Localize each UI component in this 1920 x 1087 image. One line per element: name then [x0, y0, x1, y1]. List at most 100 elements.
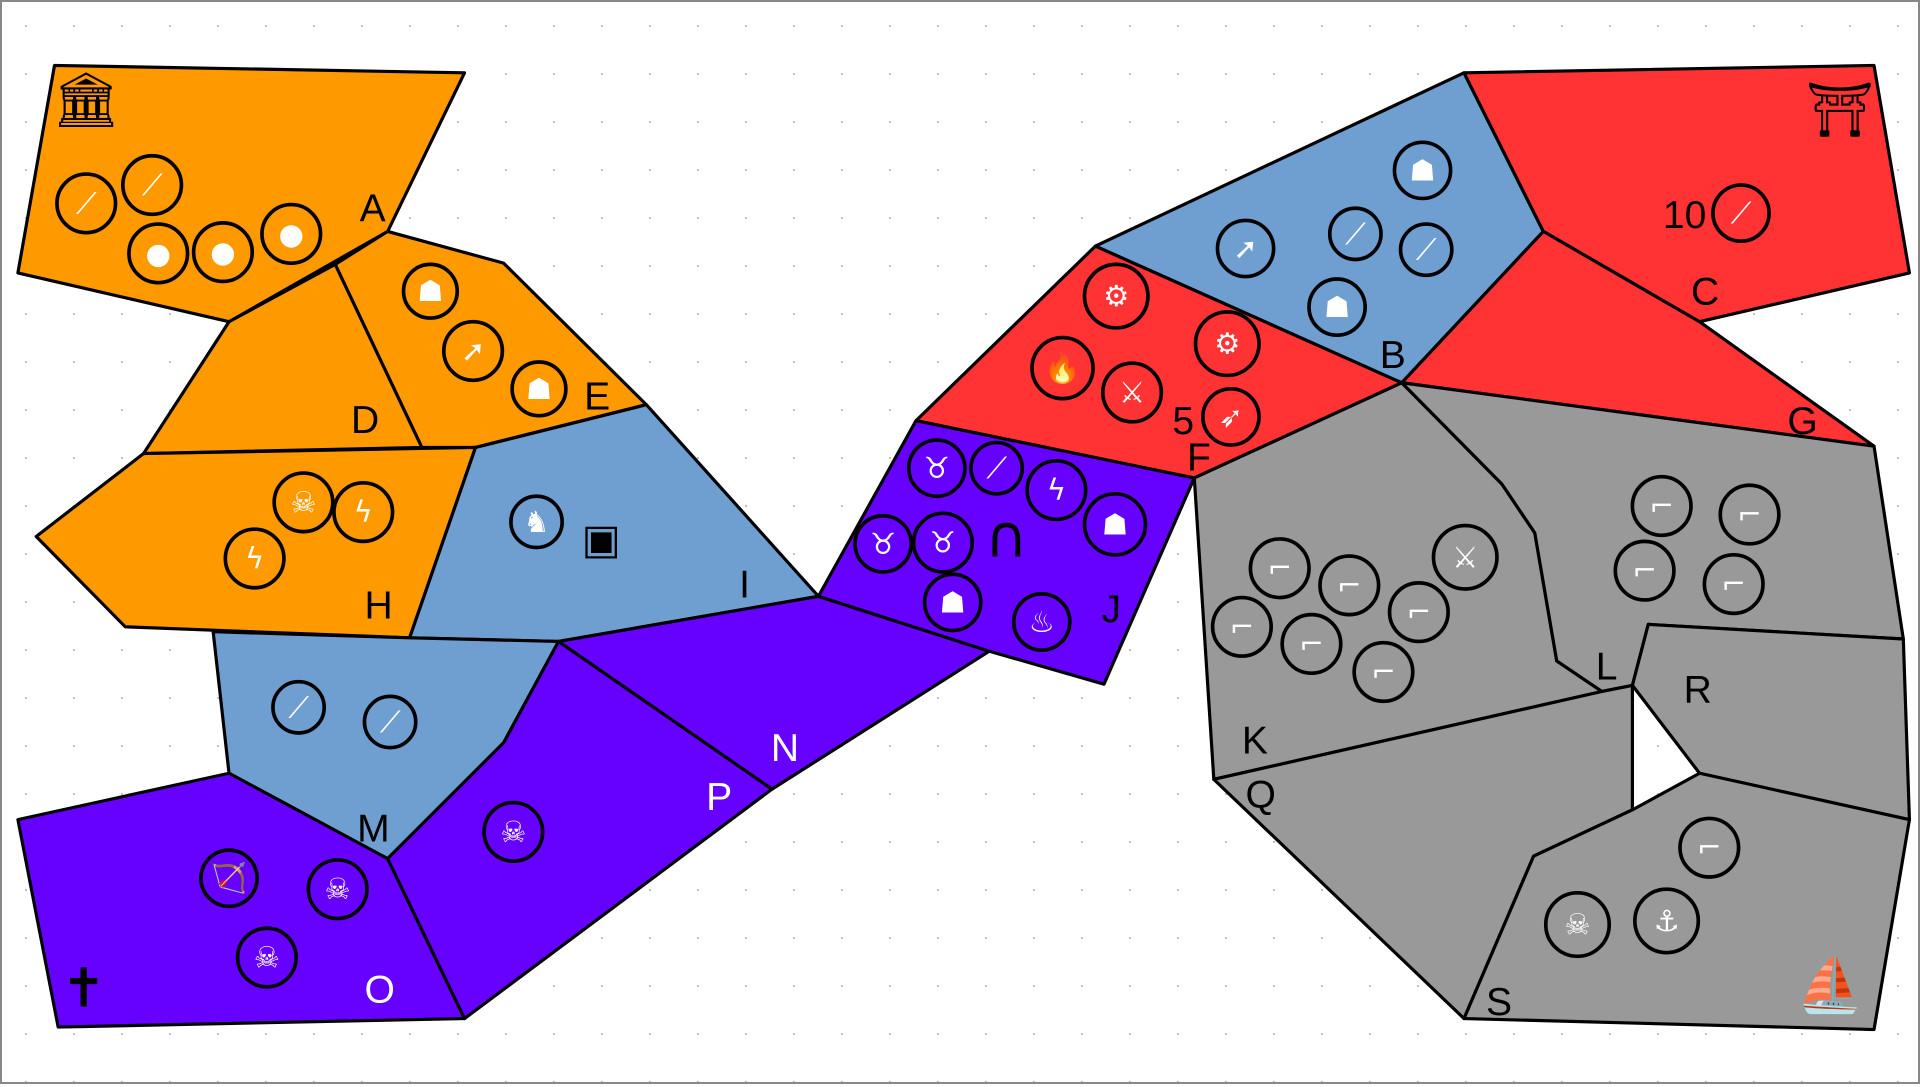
- svg-text:ϟ: ϟ: [354, 495, 373, 529]
- svg-text:☗: ☗: [526, 372, 552, 406]
- svg-text:⌐: ⌐: [1407, 595, 1432, 629]
- unit-skeleton-swords[interactable]: ☠: [272, 471, 335, 534]
- count-f-rocket: 5: [1172, 400, 1194, 443]
- svg-text:⚔: ⚔: [1452, 540, 1478, 574]
- unit-cannon[interactable]: ⚙: [1082, 262, 1150, 330]
- svg-text:⌐: ⌐: [1721, 567, 1746, 601]
- buildings: 🏛 ⛩ ✝ ⛵ ▣ ∩: [52, 68, 1874, 1019]
- svg-text:♞: ♞: [523, 505, 549, 539]
- unit-lightning[interactable]: ϟ: [332, 480, 395, 544]
- unit-musket[interactable]: ⌐: [1318, 554, 1381, 617]
- unit-musket[interactable]: ⌐: [1248, 537, 1311, 600]
- unit-mask[interactable]: ☗: [401, 262, 460, 320]
- unit-hoplite-shield[interactable]: ●: [260, 202, 323, 265]
- unit-fire[interactable]: 🔥: [1030, 335, 1095, 401]
- svg-text:➶: ➶: [1219, 400, 1244, 434]
- svg-text:☠: ☠: [1564, 908, 1590, 942]
- unit-swordsman[interactable]: ⚔: [1100, 361, 1164, 424]
- unit-ballista[interactable]: ➚: [1215, 218, 1276, 279]
- unit-bow[interactable]: 🏹: [199, 848, 259, 909]
- pagoda-icon: ⛩: [1806, 78, 1874, 141]
- unit-musket[interactable]: ⌐: [1630, 474, 1693, 538]
- label-i: I: [739, 564, 750, 607]
- label-e: E: [584, 376, 610, 419]
- svg-text:♉: ♉: [870, 527, 896, 561]
- unit-viking[interactable]: ♉: [853, 513, 914, 574]
- label-f: F: [1187, 437, 1211, 480]
- unit-skeleton-swords[interactable]: ☠: [482, 800, 545, 863]
- label-h: H: [364, 584, 392, 627]
- pirate-ship-icon: ⛵: [1797, 953, 1864, 1016]
- unit-musket[interactable]: ⌐: [1210, 595, 1274, 658]
- label-k: K: [1242, 720, 1268, 763]
- unit-rapier[interactable]: ⟋: [362, 694, 418, 750]
- unit-anchor[interactable]: ⚓: [1633, 887, 1701, 955]
- svg-text:⌐: ⌐: [1632, 554, 1657, 588]
- unit-rapier[interactable]: ⟋: [271, 679, 327, 735]
- svg-text:⟋: ⟋: [288, 690, 309, 724]
- svg-text:●: ●: [210, 235, 236, 269]
- svg-text:⌐: ⌐: [1267, 551, 1292, 585]
- unit-katana[interactable]: ⟋: [1711, 183, 1771, 244]
- unit-rapier[interactable]: ⟋: [1327, 206, 1383, 262]
- unit-rocket[interactable]: ➶: [1201, 387, 1261, 447]
- svg-text:♨: ♨: [1029, 605, 1055, 639]
- portal-gate-icon: ∩: [985, 503, 1028, 571]
- unit-musket[interactable]: ⌐: [1678, 816, 1741, 879]
- unit-hoplite-shield[interactable]: ●: [127, 222, 190, 285]
- svg-text:☗: ☗: [1324, 290, 1350, 324]
- unit-elephant[interactable]: ♞: [509, 494, 564, 550]
- unit-wraith[interactable]: ☗: [1082, 491, 1148, 557]
- svg-text:⟋: ⟋: [76, 186, 97, 220]
- unit-skeleton-swords[interactable]: ☠: [306, 858, 369, 921]
- svg-text:♉: ♉: [930, 526, 956, 560]
- units: ⟋ ⟋ ● ● ● ☗ ➚ ☗ ☠ ϟ ϟ ♞ ⟋ ⟋ 🏹 ☠ ☠ ☠ ♉ ⟋ …: [55, 140, 1781, 989]
- unit-mask[interactable]: ☗: [1307, 277, 1367, 337]
- svg-text:⌐: ⌐: [1737, 498, 1762, 532]
- unit-skeleton-swords[interactable]: ☠: [235, 926, 298, 989]
- unit-rapier[interactable]: ⟋: [1398, 222, 1454, 278]
- unit-cannon[interactable]: ⚙: [1193, 310, 1261, 378]
- svg-text:ϟ: ϟ: [245, 541, 264, 575]
- label-b: B: [1380, 334, 1406, 377]
- unit-spear[interactable]: ⟋: [121, 153, 184, 217]
- unit-hoplite-shield[interactable]: ●: [191, 221, 255, 284]
- svg-text:⚓: ⚓: [1653, 904, 1679, 938]
- label-m: M: [357, 808, 390, 851]
- label-s: S: [1486, 981, 1512, 1024]
- unit-mask[interactable]: ☗: [1392, 140, 1453, 201]
- unit-swordsman[interactable]: ⚔: [1431, 523, 1499, 591]
- territory-c[interactable]: [1462, 63, 1912, 324]
- unit-musket[interactable]: ⌐: [1613, 539, 1676, 602]
- svg-text:🔥: 🔥: [1044, 351, 1080, 385]
- unit-lightning[interactable]: ϟ: [1025, 459, 1088, 522]
- unit-spear[interactable]: ⟋: [55, 172, 118, 235]
- svg-text:☠: ☠: [290, 485, 316, 519]
- label-g: G: [1787, 400, 1817, 443]
- svg-text:⟋: ⟋: [1731, 196, 1752, 230]
- unit-mask[interactable]: ☗: [922, 572, 983, 633]
- unit-musket[interactable]: ⌐: [1702, 552, 1765, 616]
- svg-text:⟋: ⟋: [986, 451, 1007, 485]
- svg-text:☗: ☗: [1409, 153, 1435, 187]
- unit-pirate-captain[interactable]: ☠: [1543, 891, 1612, 959]
- unit-viking[interactable]: ♉: [906, 438, 967, 499]
- unit-viking[interactable]: ♉: [911, 511, 975, 574]
- unit-lightning[interactable]: ϟ: [223, 527, 286, 590]
- svg-text:⌐: ⌐: [1337, 568, 1362, 602]
- unit-mask[interactable]: ☗: [510, 360, 568, 418]
- unit-spear[interactable]: ⟋: [969, 440, 1025, 496]
- unit-musket[interactable]: ⌐: [1352, 640, 1415, 704]
- svg-text:●: ●: [145, 236, 171, 270]
- unit-ballista[interactable]: ➚: [441, 319, 505, 383]
- svg-text:⟋: ⟋: [142, 168, 163, 202]
- unit-musket[interactable]: ⌐: [1280, 612, 1343, 676]
- svg-text:☗: ☗: [940, 585, 966, 619]
- svg-text:⌐: ⌐: [1299, 627, 1324, 661]
- unit-musket[interactable]: ⌐: [1387, 581, 1450, 644]
- unit-musket[interactable]: ⌐: [1718, 483, 1781, 546]
- unit-genie-lamp[interactable]: ♨: [1011, 592, 1072, 652]
- svg-text:⟋: ⟋: [380, 705, 401, 739]
